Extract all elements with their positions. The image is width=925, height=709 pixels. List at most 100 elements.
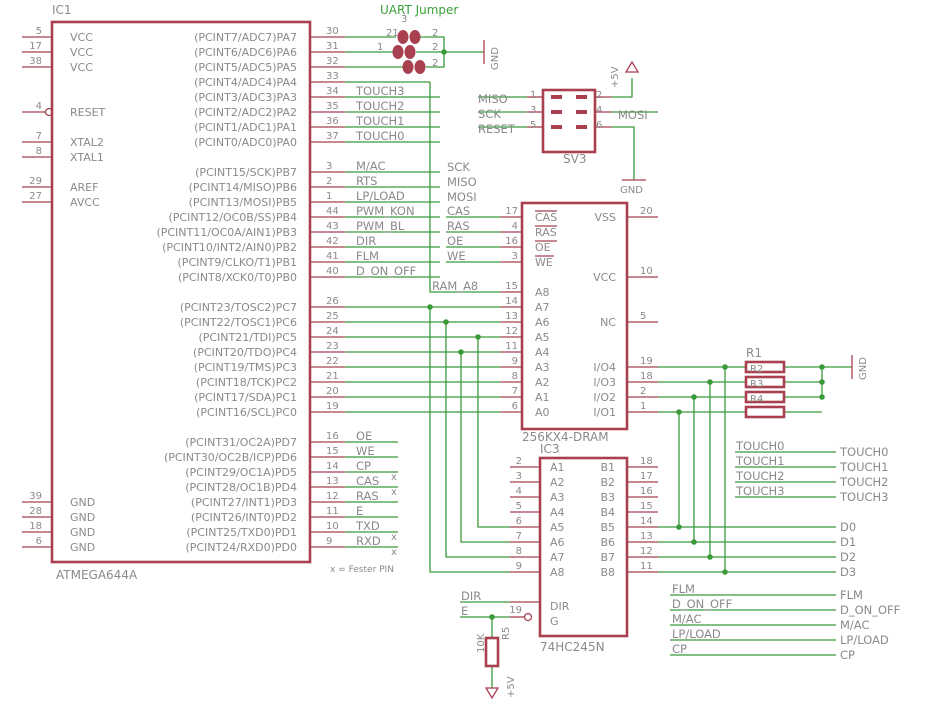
vcc-arrow	[484, 687, 500, 700]
ic1-pin-number: 8	[36, 146, 42, 157]
net-label: FLM	[672, 582, 695, 596]
dram-pin-number: 5	[640, 311, 646, 322]
net-label: RXD	[356, 534, 381, 548]
ic1-pin-name: (PCINT19/TMS)PC3	[194, 361, 297, 374]
ic3-pin-name: B2	[600, 476, 615, 489]
ic1-pin-number: 44	[326, 206, 339, 217]
ic1-pin-name: (PCINT3/ADC3)PA3	[194, 91, 297, 104]
ic1-pin-name: (PCINT23/TOSC2)PC7	[180, 301, 297, 314]
ic1-pin-name: (PCINT12/OC0B/SS)PB4	[168, 211, 297, 224]
ic1-pin-number: 32	[326, 56, 339, 67]
gnd-label: GND	[490, 47, 501, 70]
ic1-pin-number: 18	[29, 521, 42, 532]
dram-pin-name: VSS	[595, 211, 617, 224]
junction-dot	[819, 394, 825, 400]
net-label: MISO	[478, 92, 508, 106]
net-label: TOUCH0	[735, 439, 785, 453]
ic3-pin-number: 2	[516, 456, 522, 467]
dram-pin-name: NC	[600, 316, 616, 329]
dram-pin-name: A1	[535, 391, 550, 404]
dram-pin-name: RAS	[535, 226, 557, 239]
net-label: D0	[840, 520, 856, 534]
wire	[612, 126, 635, 180]
junction-dot	[441, 49, 447, 55]
dram-pin-number: 16	[505, 236, 518, 247]
ic1-pin-number: 29	[29, 176, 42, 187]
junction-dot	[707, 554, 713, 560]
dram-pin-name: CAS	[535, 211, 557, 224]
sv3-pad	[576, 95, 587, 99]
jumper-pin-number: 21	[386, 28, 399, 39]
ic1-pin-number: 9	[326, 536, 332, 547]
resistor-body	[744, 390, 786, 404]
ic1-pin-name: (PCINT6/ADC6)PA6	[194, 46, 297, 59]
dram-pin-number: 3	[512, 251, 518, 262]
dram-pin-number: 7	[512, 386, 518, 397]
dram-pin-number: 4	[512, 221, 518, 232]
net-label: CP	[356, 459, 371, 473]
ic1-pin-name: (PCINT11/OC0A/AIN1)PB3	[156, 226, 297, 239]
net-label: WE	[356, 444, 375, 458]
net-label: RAS	[356, 489, 379, 503]
jumper-pad	[392, 45, 404, 59]
wire	[429, 82, 500, 293]
vcc-arrow	[624, 60, 640, 73]
dram-pin-name: A2	[535, 376, 550, 389]
junction-dot	[676, 409, 682, 415]
dram-pin-name: WE	[535, 256, 553, 269]
net-label: D_ON_OFF	[672, 597, 732, 611]
ic1-pin-number: 15	[326, 446, 339, 457]
ic1-pin-number: 6	[36, 536, 42, 547]
ic1-pin-number: 28	[29, 506, 42, 517]
ic1-part: ATMEGA644A	[56, 568, 138, 582]
ic1-pin-name: GND	[70, 511, 95, 524]
g-invert-bubble	[523, 612, 533, 622]
ic3-pin-name: A4	[550, 506, 565, 519]
net-label: TOUCH0	[839, 445, 889, 459]
ic3-pin-number: 15	[640, 501, 653, 512]
net-label: TOUCH1	[735, 454, 785, 468]
net-label: E	[356, 504, 363, 518]
ic3-name: IC3	[540, 442, 560, 456]
junction-dot	[722, 364, 728, 370]
junction-dot	[489, 614, 495, 620]
dram-pin-number: 17	[505, 206, 518, 217]
ic1-pin-name: VCC	[70, 46, 93, 59]
dram-pin-number: 14	[505, 296, 518, 307]
ic1-pin-number: 3	[326, 161, 332, 172]
ic3-pin-name: B6	[600, 536, 615, 549]
net-label: PWM_KON	[356, 204, 415, 218]
ic1-pin-number: 25	[326, 311, 339, 322]
net-label: CP	[672, 642, 687, 656]
ic3-pin-number: 5	[516, 501, 522, 512]
net-label: TOUCH3	[355, 84, 405, 98]
vcc-label: +5V	[506, 676, 517, 698]
ic1-pin-name: (PCINT5/ADC5)PA5	[194, 61, 297, 74]
ic3-pin-name: B8	[600, 566, 615, 579]
gnd-label: GND	[858, 357, 869, 380]
ic1-pin-number: 27	[29, 191, 42, 202]
wire	[460, 352, 510, 543]
ic1-pin-name: AREF	[70, 181, 98, 194]
ic3-pin-name: A3	[550, 491, 565, 504]
ic1-pin-number: 30	[326, 26, 339, 37]
jumper-pad	[402, 60, 414, 74]
ic1-pin-number: 13	[326, 476, 339, 487]
ic3-part: 74HC245N	[540, 640, 605, 654]
net-label: TOUCH3	[735, 484, 785, 498]
jumper-pad	[404, 45, 416, 59]
r5-body	[484, 636, 500, 668]
jumper-pin-number: 3	[401, 14, 407, 25]
ic3-body	[538, 456, 629, 638]
jumper-pin-number: 2	[432, 58, 438, 69]
ic3-pin-name: A2	[550, 476, 565, 489]
ic3-pin-number: 3	[516, 471, 522, 482]
fixed-pin-mark: x	[391, 547, 397, 558]
ic1-body	[50, 20, 312, 564]
ic1-name: IC1	[52, 3, 72, 17]
ic3-pin-name: A1	[550, 461, 565, 474]
net-label: CAS	[447, 204, 470, 218]
ic1-pin-name: (PCINT7/ADC7)PA7	[194, 31, 297, 44]
r5-value: 10K	[476, 633, 487, 653]
net-label: WE	[447, 249, 466, 263]
